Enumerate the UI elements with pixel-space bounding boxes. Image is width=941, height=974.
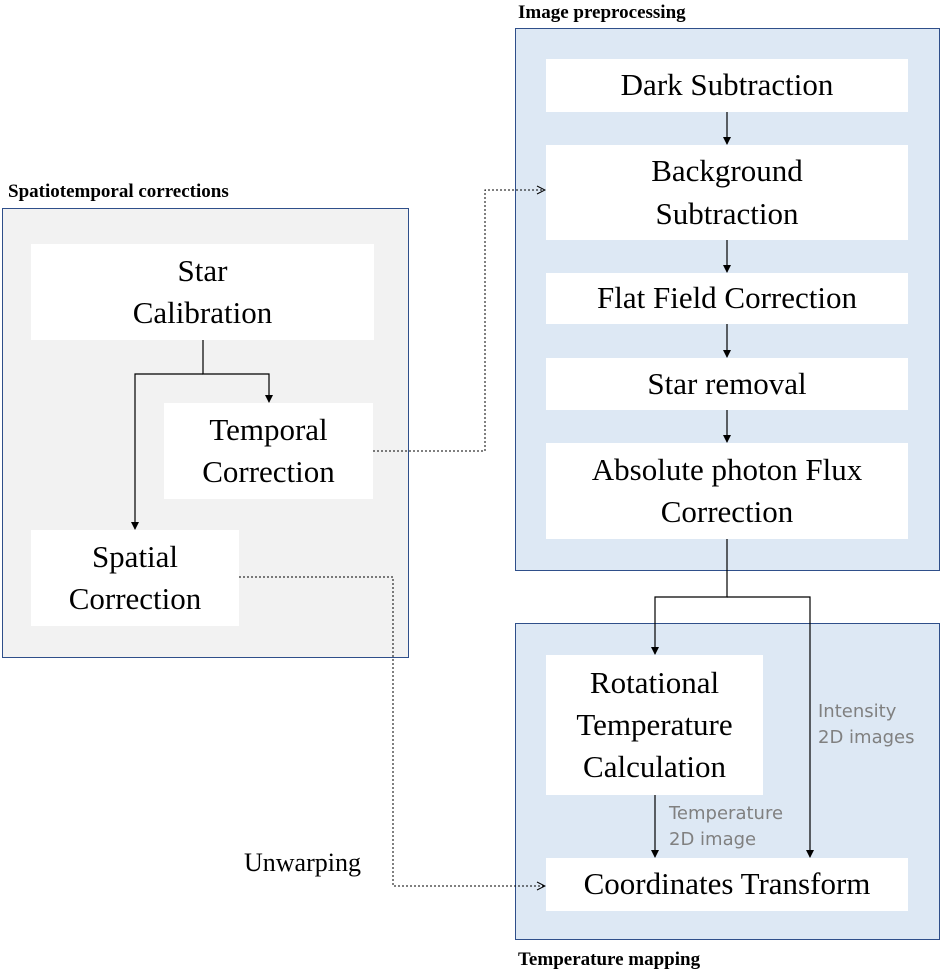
rotational-temperature-label: Rotational Temperature Calculation bbox=[576, 664, 733, 785]
temperature-mapping-title: Temperature mapping bbox=[518, 949, 701, 970]
absolute-photon-flux-box: Absolute photon Flux Correction bbox=[546, 443, 908, 539]
dotted-arrow-spatial-to-coordinates bbox=[239, 576, 545, 886]
image-preprocessing-title: Image preprocessing bbox=[518, 2, 686, 23]
star-removal-label: Star removal bbox=[647, 365, 807, 401]
temporal-correction-label: Temporal Correction bbox=[202, 411, 335, 489]
temporal-correction-box: Temporal Correction bbox=[164, 403, 373, 499]
coordinates-transform-box: Coordinates Transform bbox=[546, 858, 908, 911]
dark-subtraction-box: Dark Subtraction bbox=[546, 59, 908, 112]
dotted-arrow-temporal-to-background bbox=[373, 190, 545, 452]
flat-field-correction-box: Flat Field Correction bbox=[546, 273, 908, 324]
arrow-flux-to-rotational bbox=[651, 539, 728, 655]
star-calibration-box: Star Calibration bbox=[31, 244, 374, 340]
star-removal-box: Star removal bbox=[546, 358, 908, 410]
unwarping-label: Unwarping bbox=[244, 848, 361, 877]
dark-subtraction-label: Dark Subtraction bbox=[620, 67, 834, 103]
spatiotemporal-corrections-title: Spatiotemporal corrections bbox=[8, 181, 229, 202]
flat-field-correction-label: Flat Field Correction bbox=[596, 280, 858, 316]
star-calibration-label: Star Calibration bbox=[132, 252, 273, 330]
background-subtraction-box: Background Subtraction bbox=[546, 145, 908, 240]
coordinates-transform-label: Coordinates Transform bbox=[583, 866, 871, 902]
arrow-flux-to-coordinates bbox=[727, 596, 814, 858]
spatial-correction-label: Spatial Correction bbox=[68, 538, 202, 616]
temperature-image-label: Temperature 2D image bbox=[669, 803, 784, 851]
intensity-images-label: Intensity 2D images bbox=[818, 701, 915, 749]
arrow-calibration-to-temporal bbox=[202, 340, 273, 403]
arrow-calibration-to-spatial bbox=[131, 373, 203, 530]
spatial-correction-box: Spatial Correction bbox=[31, 530, 239, 626]
rotational-temperature-box: Rotational Temperature Calculation bbox=[546, 655, 763, 795]
absolute-photon-flux-label: Absolute photon Flux Correction bbox=[591, 451, 863, 529]
background-subtraction-label: Background Subtraction bbox=[651, 153, 803, 231]
